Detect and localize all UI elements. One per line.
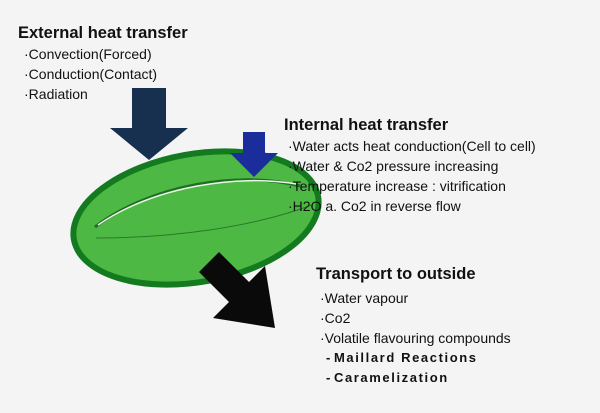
internal-heat-transfer-list: ·Water acts heat conduction(Cell to cell… — [284, 136, 536, 216]
bean-highlight — [97, 179, 297, 226]
transport-item: ·Water vapour — [320, 290, 409, 306]
flavour-reactions-list: Maillard Reactions Caramelization — [316, 348, 511, 388]
internal-item: ·Water acts heat conduction(Cell to cell… — [288, 138, 536, 154]
external-heat-transfer-title: External heat transfer — [18, 24, 188, 42]
flavour-reaction-item: Maillard Reactions — [326, 348, 511, 368]
internal-item: ·H2O a. Co2 in reverse flow — [288, 198, 461, 214]
internal-heat-arrow — [230, 132, 278, 177]
internal-heat-transfer-block: Internal heat transfer ·Water acts heat … — [284, 114, 536, 216]
transport-item: ·Volatile flavouring compounds — [320, 330, 511, 346]
transport-arrow — [199, 252, 275, 328]
transport-to-outside-block: Transport to outside ·Water vapour ·Co2 … — [316, 263, 511, 388]
bean-body — [70, 148, 322, 288]
external-item: ·Conduction(Contact) — [24, 66, 158, 82]
transport-item: ·Co2 — [320, 310, 351, 326]
bean-crease — [95, 204, 313, 239]
transport-to-outside-title: Transport to outside — [316, 265, 476, 283]
transport-to-outside-list: ·Water vapour ·Co2 ·Volatile flavouring … — [316, 288, 511, 348]
external-item: ·Convection(Forced) — [24, 46, 152, 62]
external-heat-transfer-block: External heat transfer ·Convection(Force… — [18, 22, 188, 104]
flavour-reaction-item: Caramelization — [326, 368, 511, 388]
internal-item: ·Temperature increase : vitrification — [288, 178, 506, 194]
coffee-bean — [70, 148, 322, 288]
external-heat-transfer-list: ·Convection(Forced) ·Conduction(Contact)… — [18, 44, 188, 104]
external-heat-arrow — [110, 88, 188, 160]
internal-heat-transfer-title: Internal heat transfer — [284, 116, 449, 134]
internal-item: ·Water & Co2 pressure increasing — [288, 158, 499, 174]
external-item: ·Radiation — [24, 86, 88, 102]
